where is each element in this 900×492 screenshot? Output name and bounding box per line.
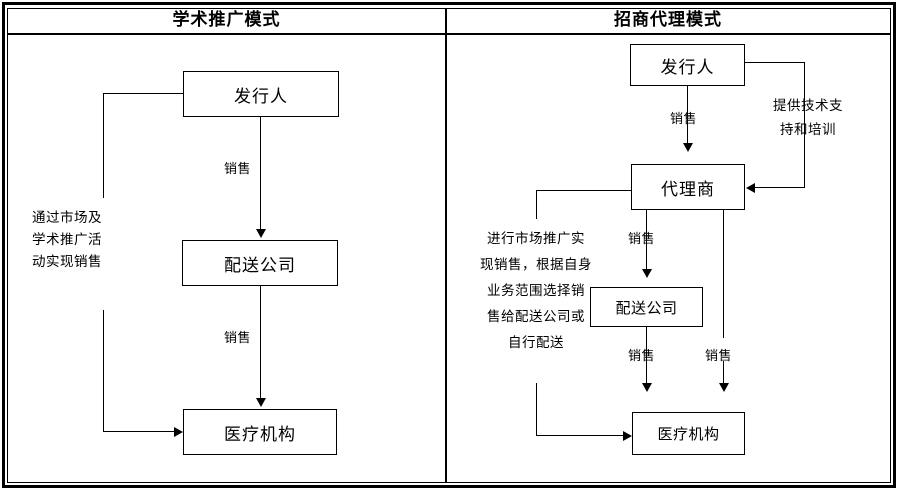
panel-title-agency: 招商代理模式	[614, 10, 722, 29]
node-issuer-right: 发行人	[630, 44, 745, 86]
edge-agent-branch-lower-right	[536, 383, 538, 436]
header-rule-right	[446, 33, 890, 35]
edge-label-sale-4-right: 销售	[705, 348, 733, 363]
note-promotion-left: 通过市场及 学术推广活 动实现销售	[32, 210, 102, 269]
edge-label-sale-3-right: 销售	[628, 348, 656, 363]
node-institution-left: 医疗机构	[183, 409, 337, 455]
edge-label-sale-1-left: 销售	[224, 161, 252, 176]
arrowhead-issuer-to-agent-right	[683, 143, 693, 152]
edge-distributor-to-institution-left	[260, 286, 262, 398]
arrowhead-issuer-to-institution-left	[174, 427, 183, 437]
note-agent-right: 进行市场推广实 现销售，根据自身 业务范围选择销 售给配送公司或 自行配送	[480, 231, 592, 350]
node-issuer-left: 发行人	[183, 71, 339, 117]
header-rule-left	[8, 33, 445, 35]
arrowhead-support-to-agent-right	[746, 183, 755, 193]
edge-issuer-branch-bottom-left	[103, 431, 175, 433]
node-distributor-left: 配送公司	[182, 240, 338, 286]
edge-issuer-branch-upper-left	[103, 93, 105, 198]
edge-agent-to-institution-lower-right	[723, 361, 725, 383]
edge-issuer-branch-top-left	[103, 93, 184, 95]
node-distributor-right: 配送公司	[590, 287, 703, 327]
arrowhead-distributor-to-institution-right	[642, 383, 652, 392]
edge-support-bottom-right	[755, 187, 805, 189]
arrowhead-agent-to-institution-elbow-right	[623, 431, 632, 441]
inner-border	[7, 8, 891, 483]
panel-title-academic: 学术推广模式	[172, 10, 281, 29]
edge-agent-branch-top-right	[536, 190, 632, 192]
edge-agent-to-institution-right	[723, 210, 725, 338]
edge-label-sale-2-right: 销售	[628, 231, 656, 246]
edge-agent-branch-bottom-right	[536, 435, 624, 437]
edge-support-side-right	[804, 62, 806, 187]
edge-label-support-right: 提供技术支 持和培训	[773, 98, 843, 137]
arrowhead-issuer-to-distributor-left	[256, 229, 266, 238]
arrowhead-agent-to-distributor-right	[642, 269, 652, 278]
edge-distributor-to-institution-right	[646, 327, 648, 383]
arrowhead-distributor-to-institution-left	[256, 398, 266, 407]
edge-label-sale-1-right: 销售	[670, 111, 698, 126]
edge-agent-branch-upper-right	[536, 190, 538, 219]
node-institution-right: 医疗机构	[632, 412, 745, 455]
column-divider	[445, 8, 447, 483]
node-agent-right: 代理商	[631, 164, 745, 210]
arrowhead-agent-to-institution-right	[719, 383, 729, 392]
edge-issuer-branch-lower-left	[103, 310, 105, 432]
edge-issuer-to-distributor-left	[260, 117, 262, 229]
edge-issuer-to-agent-right	[687, 86, 689, 143]
edge-label-sale-2-left: 销售	[224, 330, 252, 345]
edge-agent-to-distributor-right	[646, 210, 648, 269]
edge-support-top-right	[745, 62, 805, 64]
